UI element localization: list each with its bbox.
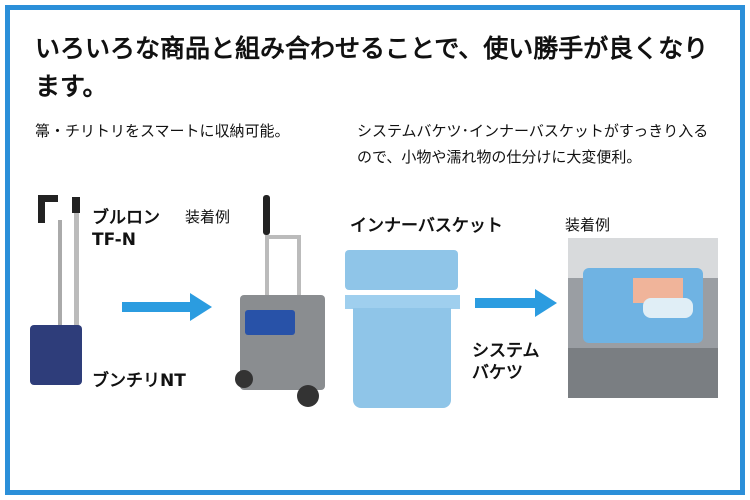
broom-label: ブルロン [92,208,160,228]
broom-dustpan-image [30,195,90,395]
border-frame [5,5,745,495]
example-label-1: 装着例 [185,208,231,226]
inner-basket-label: インナーバスケット [350,216,503,236]
system-bucket-label-2: バケツ [472,363,523,383]
example-label-2: 装着例 [565,216,611,234]
bucket-basket-image [345,250,460,410]
left-description: 箒・チリトリをスマートに収納可能。 [35,122,290,140]
system-bucket-label-1: システム [472,341,540,361]
cart-image [235,195,330,410]
arrow-right-icon [122,293,212,321]
dustpan-label: ブンチリNT [92,371,186,391]
arrow-right-icon [475,289,557,317]
headline: いろいろな商品と組み合わせることで、使い勝手が良くなります。 [35,34,709,101]
right-description: システムバケツ･インナーバスケットがすっきり入るので、小物や濡れ物の仕分けに大変… [357,122,709,166]
cart-with-basket-image [568,238,718,398]
broom-model-label: TF-N [92,230,136,250]
